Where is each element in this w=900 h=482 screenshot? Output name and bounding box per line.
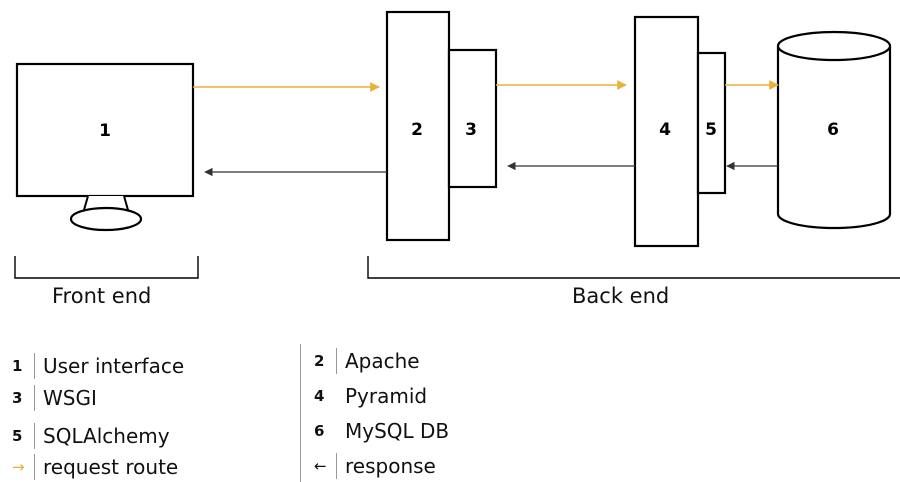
legend-item: 5 SQLAlchemy: [12, 421, 170, 451]
legend-key: 6: [314, 422, 325, 440]
back-end-label: Back end: [572, 284, 670, 308]
sqlalchemy-box: [696, 51, 727, 195]
legend-key: 3: [12, 389, 23, 407]
pyramid-app: 4: [633, 15, 700, 248]
monitor-user-interface: 1: [15, 62, 195, 232]
front-end-label: Front end: [52, 284, 152, 308]
legend-divider: [300, 344, 301, 482]
legend-item: 4 Pyramid: [314, 381, 427, 411]
request-arrow-icon: →: [12, 458, 25, 476]
wsgi-module: 3: [447, 48, 498, 189]
legend-label: SQLAlchemy: [43, 424, 170, 448]
apache-box: [385, 10, 451, 242]
legend-key: 5: [12, 427, 23, 445]
legend-key: 1: [12, 357, 23, 375]
legend-item: → request route: [12, 452, 178, 482]
label-mysql-db: 6: [827, 120, 839, 140]
label-user-interface: 1: [99, 121, 111, 141]
label-apache: 2: [411, 120, 423, 140]
apache-server: 2: [385, 10, 451, 242]
db-cylinder-body: [776, 46, 892, 230]
legend-label: WSGI: [43, 386, 97, 410]
legend-key: 4: [314, 387, 325, 405]
label-sqlalchemy: 5: [705, 120, 717, 140]
legend-item: 6 MySQL DB: [314, 416, 449, 446]
legend-item: 3 WSGI: [12, 383, 97, 413]
legend-label: response: [345, 454, 436, 478]
legend-label: Pyramid: [345, 384, 428, 408]
legend-label: Apache: [345, 349, 420, 373]
pyramid-box: [633, 15, 700, 248]
wsgi-box: [447, 48, 498, 189]
legend-key: 2: [314, 352, 325, 370]
legend-item: 1 User interface: [12, 351, 184, 381]
label-wsgi: 3: [465, 120, 477, 140]
db-cylinder-top: [776, 30, 892, 62]
legend-label: MySQL DB: [345, 419, 450, 443]
legend-item: 2 Apache: [314, 346, 420, 376]
legend-label: request route: [43, 455, 179, 479]
legend-item: ← response: [314, 451, 436, 481]
monitor-screen: [15, 62, 195, 198]
back-end-bracket: [367, 256, 900, 279]
front-end-bracket: [14, 256, 199, 279]
label-pyramid: 4: [659, 120, 671, 140]
legend-label: User interface: [43, 354, 185, 378]
response-arrow-icon: ←: [314, 457, 327, 475]
mysql-database: 6: [776, 30, 892, 230]
sqlalchemy-module: 5: [696, 51, 727, 195]
monitor-base: [69, 206, 143, 232]
